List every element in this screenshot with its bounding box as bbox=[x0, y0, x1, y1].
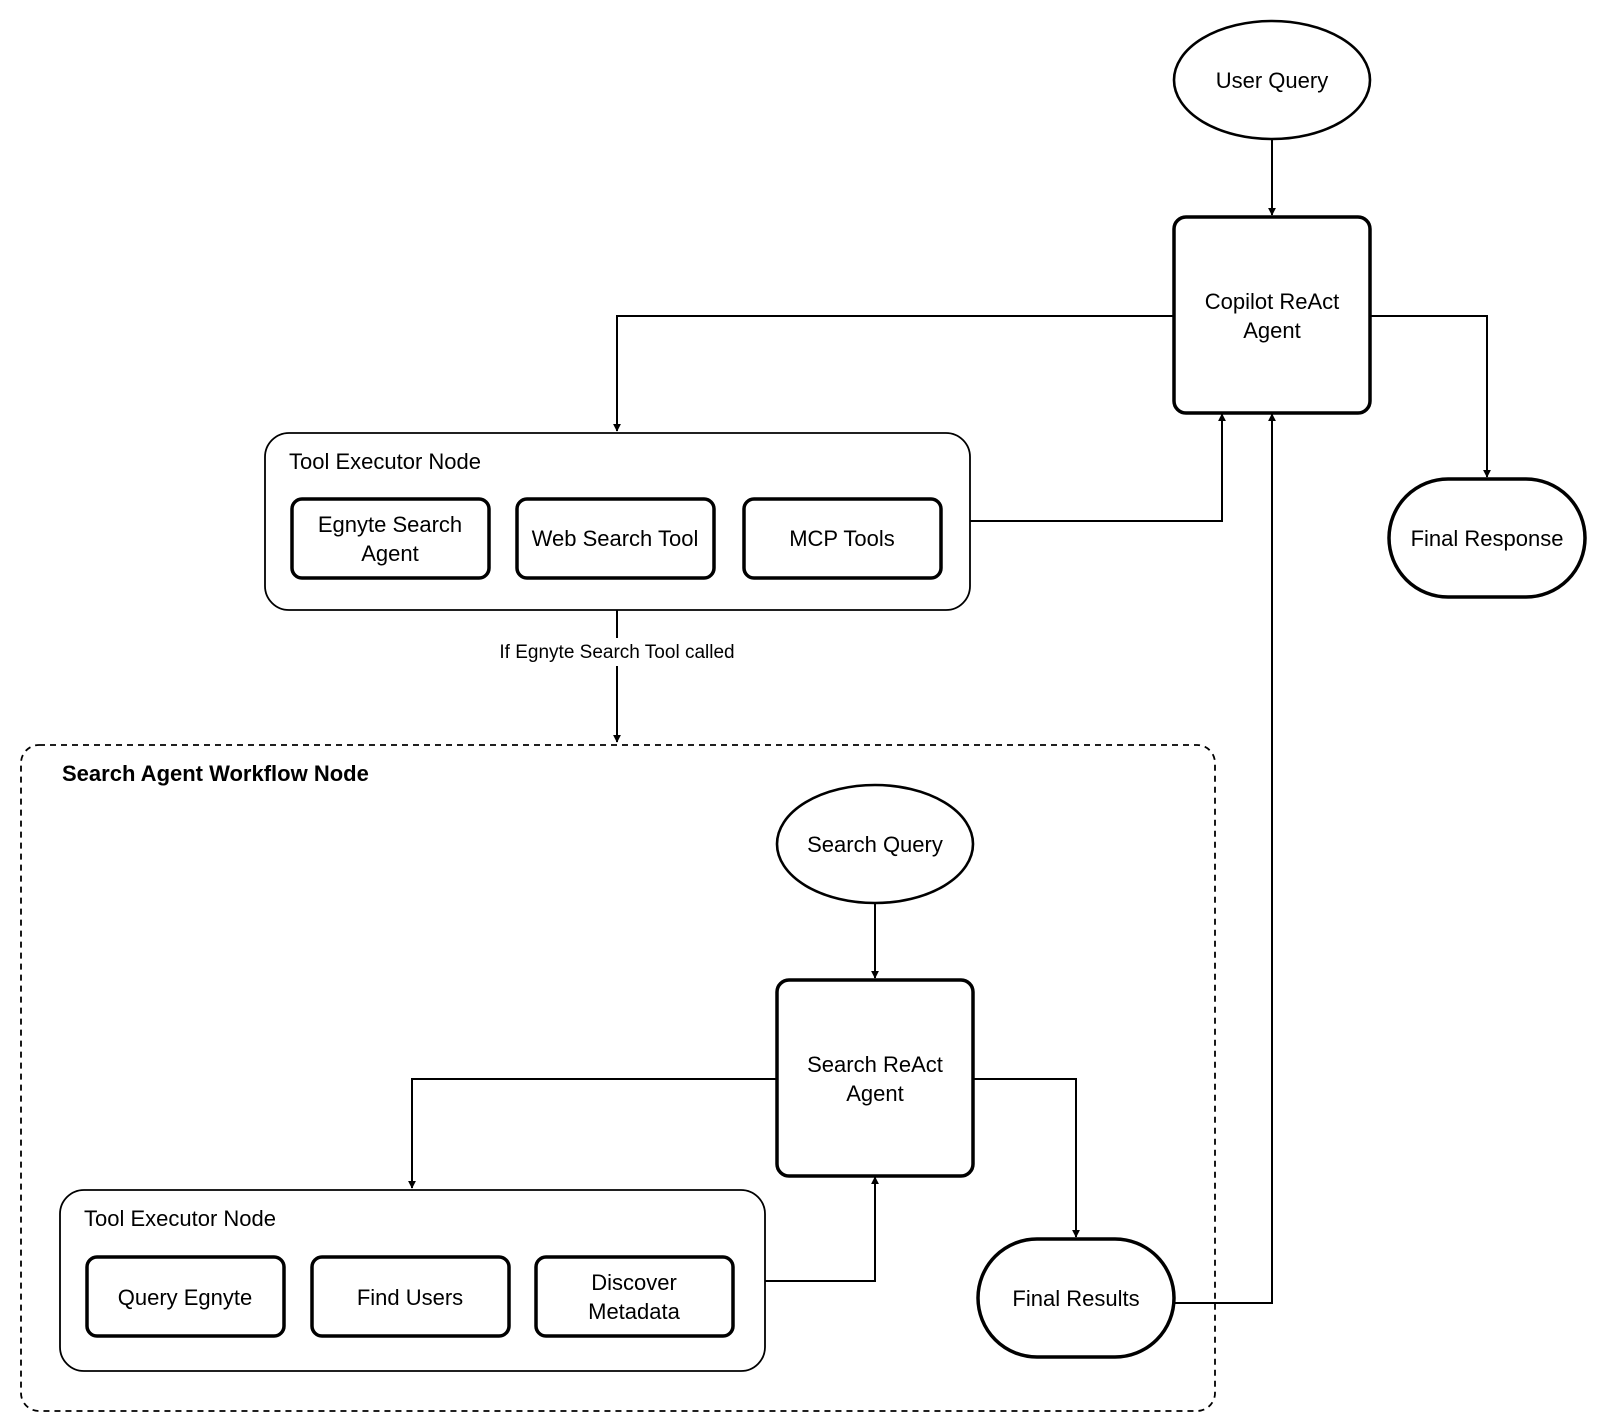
copilot-react-agent-node bbox=[1172, 215, 1372, 415]
egnyte-search-agent-label-line1: Egnyte Search bbox=[318, 512, 462, 537]
user-query-node bbox=[1172, 19, 1372, 141]
tool-executor-top-title: Tool Executor Node bbox=[289, 449, 481, 474]
discover-metadata-tool bbox=[534, 1255, 735, 1338]
web-search-tool-label: Web Search Tool bbox=[532, 526, 699, 551]
mcp-tools-label: MCP Tools bbox=[789, 526, 895, 551]
mcp-tools bbox=[742, 497, 943, 580]
find-users-label: Find Users bbox=[357, 1285, 463, 1310]
search-agent-workflow-title: Search Agent Workflow Node bbox=[62, 761, 369, 786]
edge-label-egnyte-condition: If Egnyte Search Tool called bbox=[499, 642, 734, 663]
copilot-react-agent-label-line1: Copilot ReAct bbox=[1205, 289, 1340, 314]
egnyte-search-agent-label-line2: Agent bbox=[361, 541, 419, 566]
egnyte-search-agent-tool bbox=[290, 497, 491, 580]
query-egnyte-label: Query Egnyte bbox=[118, 1285, 253, 1310]
final-response-node bbox=[1387, 477, 1587, 599]
edge-copilot-to-final-response bbox=[1370, 315, 1491, 478]
edge-search-agent-to-final-results bbox=[973, 1078, 1080, 1238]
search-react-agent-label-line1: Search ReAct bbox=[807, 1052, 943, 1077]
edge-tool-executor-to-copilot bbox=[970, 413, 1226, 522]
search-react-agent-node bbox=[775, 978, 975, 1178]
web-search-tool bbox=[515, 497, 716, 580]
edge-copilot-to-tool-executor bbox=[613, 315, 1174, 432]
find-users-tool bbox=[310, 1255, 511, 1338]
final-results-label: Final Results bbox=[1012, 1286, 1139, 1311]
discover-metadata-label-line2: Metadata bbox=[588, 1299, 680, 1324]
discover-metadata-label-line1: Discover bbox=[591, 1270, 677, 1295]
search-query-node bbox=[775, 783, 975, 905]
search-query-label: Search Query bbox=[807, 832, 943, 857]
query-egnyte-tool bbox=[85, 1255, 286, 1338]
edge-search-agent-to-tool-executor bbox=[408, 1078, 777, 1189]
copilot-react-agent-label-line2: Agent bbox=[1243, 318, 1301, 343]
final-response-label: Final Response bbox=[1411, 526, 1564, 551]
tool-executor-bottom-title: Tool Executor Node bbox=[84, 1206, 276, 1231]
final-results-node bbox=[976, 1237, 1176, 1359]
user-query-label: User Query bbox=[1216, 68, 1328, 93]
search-agent-workflow-container bbox=[20, 744, 1216, 1412]
edge-final-results-to-copilot bbox=[1174, 413, 1276, 1304]
search-react-agent-label-line2: Agent bbox=[846, 1081, 904, 1106]
edge-bottom-executor-to-search-agent bbox=[765, 1176, 879, 1282]
